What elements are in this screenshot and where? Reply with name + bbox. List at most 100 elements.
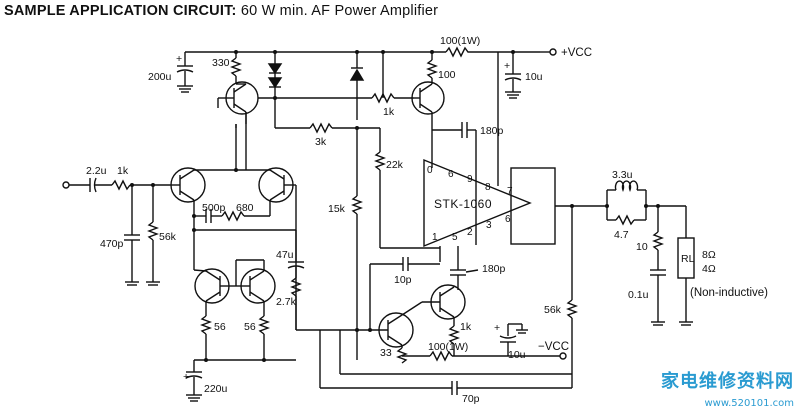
r-56k-fb-label: 56k <box>544 304 562 316</box>
r-680-label: 680 <box>236 202 254 214</box>
svg-text:+: + <box>504 60 510 72</box>
r-56a-label: 56 <box>214 321 226 333</box>
capacitor-10p: 10p <box>370 257 440 286</box>
r-33-label: 33 <box>380 347 392 359</box>
r-1k-input-label: 1k <box>117 165 129 177</box>
pin-9: 9 <box>467 174 473 185</box>
r-1k-top-label: 1k <box>383 106 395 118</box>
capacitor-10u-bottom: + 10u <box>494 322 528 361</box>
capacitor-2u2-input: 2.2u <box>86 165 112 193</box>
pin-6-top: 6 <box>448 169 454 180</box>
capacitor-180p-bottom: 180p <box>450 262 506 290</box>
pin-0: 0 <box>427 165 433 176</box>
diode-pair <box>258 52 283 100</box>
r-100-1w-top-label: 100(1W) <box>440 35 480 47</box>
capacitor-500p: 500p <box>194 202 226 223</box>
capacitor-10u-top: + 10u <box>504 52 543 99</box>
pin-1: 1 <box>432 232 438 243</box>
resistor-680: 680 <box>221 202 270 222</box>
resistor-100-1w-top: 100(1W) <box>440 35 480 58</box>
positive-rail <box>185 48 557 56</box>
resistor-4k7: 4.7 <box>606 206 647 241</box>
watermark-text: 家电维修资料网 <box>661 371 794 392</box>
transistor-q-bottom-right <box>422 284 466 320</box>
r-56k-in-label: 56k <box>159 231 177 243</box>
r-100-1w-bottom-label: 100(1W) <box>428 341 468 353</box>
watermark: 家电维修资料网 www.520101.com <box>661 367 794 411</box>
resistor-15k: 15k <box>328 128 363 360</box>
load-rl: RL 8Ω 4Ω (Non-inductive) <box>677 206 768 326</box>
c-10u-bottom-label: 10u <box>508 349 526 361</box>
l-3u3-label: 3.3u <box>612 169 633 181</box>
r-3k-label: 3k <box>315 136 327 148</box>
c-500p-label: 500p <box>202 202 226 214</box>
svg-text:+: + <box>176 53 182 65</box>
c-180p-top-label: 180p <box>480 125 504 137</box>
r-56b-label: 56 <box>244 321 256 333</box>
pin-3: 3 <box>486 220 492 231</box>
c-47u-label: 47u <box>276 249 294 261</box>
resistor-100-top: 100 <box>426 52 456 84</box>
r-22k-label: 22k <box>386 159 404 171</box>
transistor-diff-right <box>236 167 296 203</box>
vcc-positive-label: +VCC <box>561 47 592 59</box>
vcc-negative-label: −VCC <box>538 341 569 353</box>
input-terminal <box>62 181 90 189</box>
resistor-1k-bottom: 1k <box>448 317 472 356</box>
transistor-q-bottom-left <box>340 312 414 348</box>
r-15k-label: 15k <box>328 203 346 215</box>
c-470p-label: 470p <box>100 238 124 250</box>
c-70p-label: 70p <box>462 393 480 405</box>
pin-6-bottom: 6 <box>505 214 511 225</box>
pin-2: 2 <box>467 227 473 238</box>
transistor-q-top-left <box>217 81 259 124</box>
resistor-56k-input: 56k <box>146 185 177 286</box>
capacitor-180p-top: 180p <box>432 122 504 138</box>
c-10u-top-label: 10u <box>525 71 543 83</box>
non-inductive-label: (Non-inductive) <box>690 287 768 299</box>
capacitor-47u: 47u <box>276 230 305 278</box>
resistor-2k7: 2.7k <box>276 277 302 330</box>
rl-4-label: 4Ω <box>702 263 716 275</box>
c-200u-label: 200u <box>148 71 172 83</box>
capacitor-0u1: 0.1u <box>628 269 666 326</box>
c-2u2-label: 2.2u <box>86 165 107 177</box>
r-100-top-label: 100 <box>438 69 456 81</box>
resistor-10: 10 <box>636 206 664 270</box>
ic-stk-1060: STK-1060 0 6 9 8 7 6 3 2 5 1 <box>423 158 532 248</box>
r-4k7-label: 4.7 <box>614 229 629 241</box>
watermark-url: www.520101.com <box>704 398 794 409</box>
title-lead: SAMPLE APPLICATION CIRCUIT: <box>4 3 237 19</box>
rl-8-label: 8Ω <box>702 249 716 261</box>
capacitor-70p: 70p <box>320 381 572 405</box>
transistor-diff-left <box>170 167 236 203</box>
svg-text:+: + <box>494 322 500 334</box>
c-10p-label: 10p <box>394 274 412 286</box>
r-10-label: 10 <box>636 241 648 253</box>
transistor-q-top-right <box>411 81 445 115</box>
capacitor-200u: + 200u <box>148 52 194 93</box>
pin-8: 8 <box>485 182 491 193</box>
r-1k-bottom-label: 1k <box>460 321 472 333</box>
diagram-title: SAMPLE APPLICATION CIRCUIT: 60 W min. AF… <box>4 3 438 19</box>
c-220u-label: 220u <box>204 383 228 395</box>
ic-name-label: STK-1060 <box>434 197 492 211</box>
resistor-1k-input: 1k <box>111 165 170 191</box>
transistor-mirror-left <box>194 268 236 304</box>
inductor-3u3: 3.3u <box>606 169 647 206</box>
pin-7: 7 <box>507 186 513 197</box>
svg-text:+: + <box>183 371 189 383</box>
diode-center <box>349 52 365 120</box>
resistor-22k: 22k <box>374 128 404 248</box>
resistor-3k: 3k <box>235 122 359 148</box>
resistor-33: 33 <box>380 345 408 364</box>
resistor-330: 330 <box>212 52 242 84</box>
capacitor-470p: 470p <box>100 185 140 286</box>
rl-label: RL <box>681 253 695 265</box>
resistor-1k-top: 1k <box>275 92 414 118</box>
title-rest: 60 W min. AF Power Amplifier <box>240 3 439 19</box>
c-0u1-label: 0.1u <box>628 289 649 301</box>
resistor-100-1w-bottom: 100(1W) <box>402 341 560 362</box>
resistor-56k-feedback: 56k <box>544 299 578 388</box>
